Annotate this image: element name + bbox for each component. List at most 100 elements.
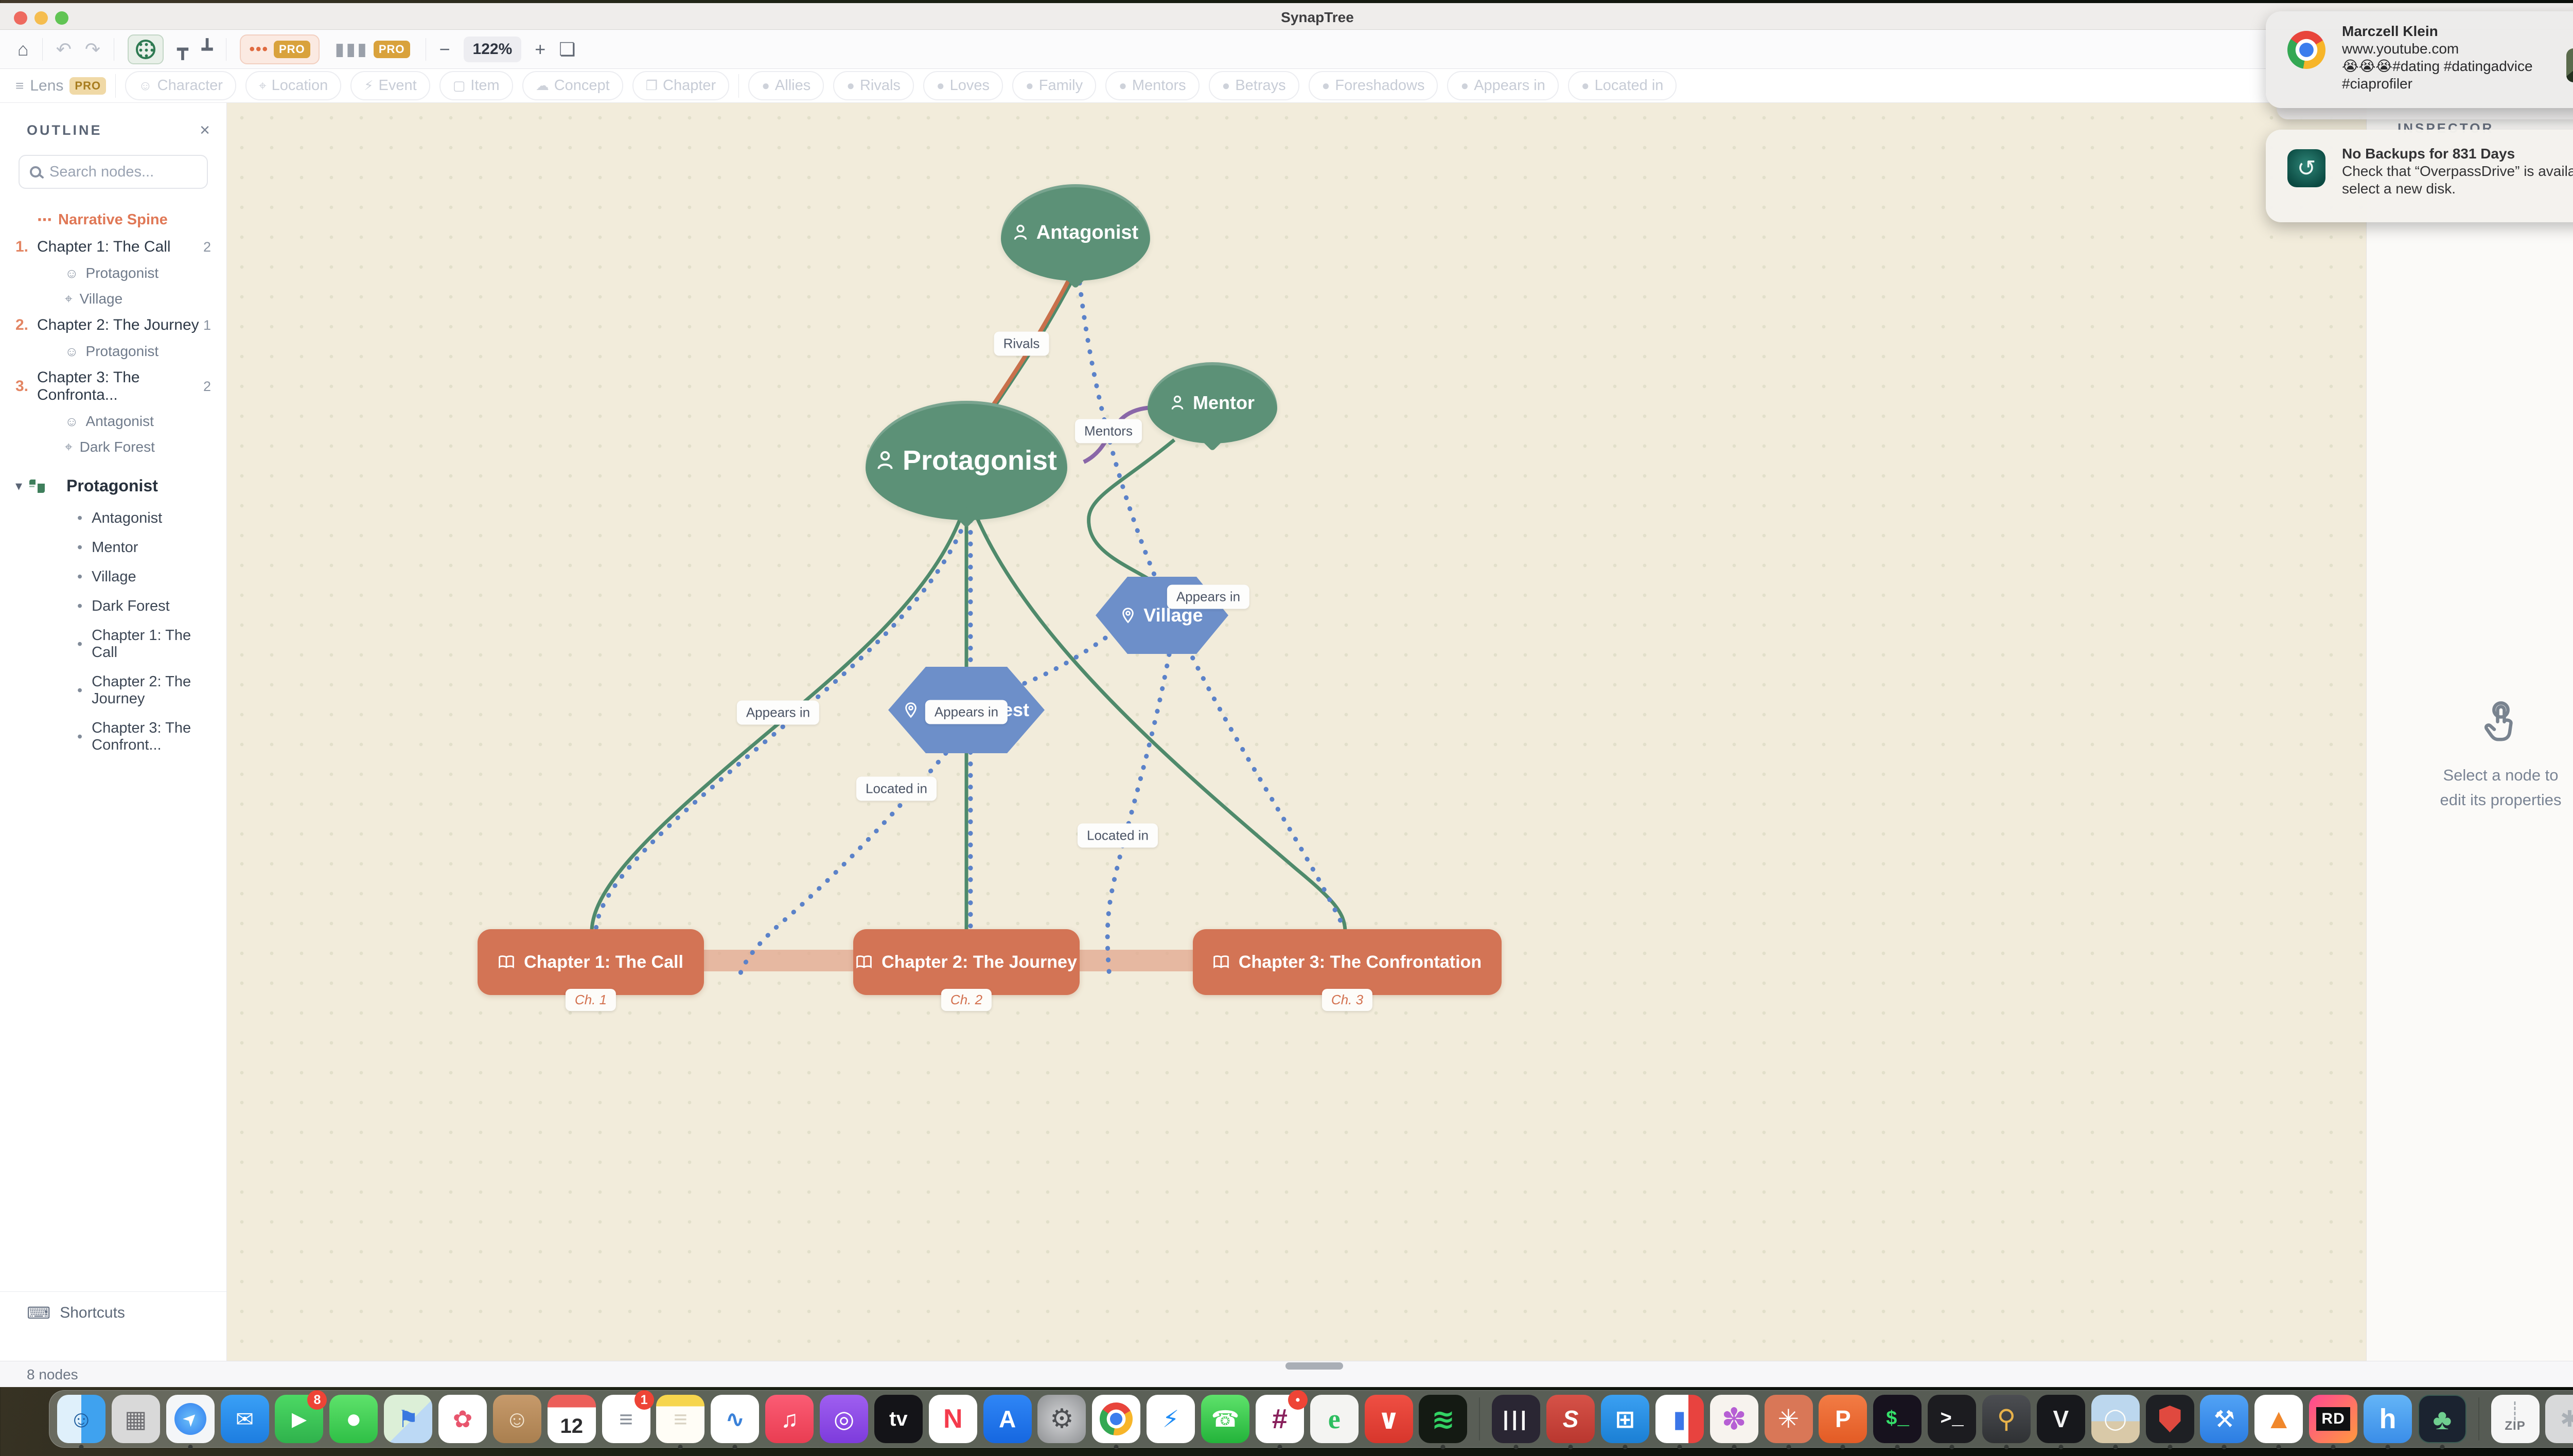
node-antagonist[interactable]: Antagonist <box>1001 184 1150 281</box>
outline-row[interactable]: ⌖ Dark Forest <box>0 434 226 460</box>
outline-row[interactable]: ⋯ Narrative Spine <box>0 206 226 234</box>
relationship-filter-chip[interactable]: ● Allies <box>748 71 824 100</box>
relationship-filter-chip[interactable]: ● Appears in <box>1447 71 1559 100</box>
dock-icon[interactable]: ▲ <box>2254 1394 2303 1449</box>
outline-row[interactable]: • Mentor <box>0 533 226 562</box>
dock-icon[interactable]: $_ <box>1873 1394 1922 1449</box>
edge-label[interactable]: Appears in <box>736 700 820 725</box>
dock-icon[interactable]: ◎ <box>819 1394 869 1444</box>
columns-view-button[interactable]: ▮▮▮ PRO <box>333 34 412 65</box>
node-protagonist[interactable]: Protagonist <box>866 401 1067 520</box>
dock-icon[interactable]: ▶ 8 <box>274 1390 327 1444</box>
dock-icon[interactable]: ⚑ <box>383 1394 433 1444</box>
notification-backup[interactable]: ↺ No Backups for 831 Days Check that “Ov… <box>2266 130 2573 222</box>
dock-icon[interactable]: >_ <box>1927 1394 1977 1449</box>
type-filter-chip[interactable]: ❐ Chapter <box>632 71 730 100</box>
outline-row[interactable]: • Dark Forest <box>0 592 226 621</box>
type-filter-chip[interactable]: ⚡ Event <box>350 71 430 100</box>
dock-icon[interactable]: ● <box>329 1394 378 1444</box>
outline-row[interactable]: • Chapter 3: The Confront... <box>0 714 226 760</box>
close-window-button[interactable] <box>14 11 27 25</box>
redo-icon[interactable]: ↷ <box>84 38 101 60</box>
undo-icon[interactable]: ↶ <box>56 38 72 60</box>
zoom-out-button[interactable]: − <box>439 38 450 60</box>
dock-icon[interactable]: ∿ <box>710 1394 760 1449</box>
dock-icon[interactable]: P <box>1818 1394 1867 1449</box>
node-mentor[interactable]: Mentor <box>1148 362 1277 443</box>
graph-canvas[interactable]: Antagonist Mentor Protagonist Village Da… <box>227 103 2366 1361</box>
tree-layout-up-icon[interactable]: ┻ <box>201 38 213 60</box>
outline-row[interactable]: • Chapter 1: The Call <box>0 621 226 667</box>
relationship-filter-chip[interactable]: ● Mentors <box>1105 71 1200 100</box>
edge-label[interactable]: Appears in <box>925 700 1008 724</box>
outline-row[interactable]: 1. Chapter 1: The Call 2 <box>0 234 226 260</box>
dock-icon[interactable]: ➤ <box>166 1394 215 1449</box>
lens-filter-button[interactable]: ≡ Lens PRO <box>15 77 107 95</box>
dock-icon[interactable]: h <box>2363 1394 2412 1449</box>
dock-icon[interactable]: ZIP <box>2491 1394 2540 1444</box>
search-input[interactable]: Search nodes... <box>19 155 208 189</box>
dock-icon[interactable]: 12 <box>547 1394 596 1444</box>
dock-icon[interactable]: ≋ <box>1418 1394 1468 1449</box>
edge-label[interactable]: Located in <box>1078 823 1158 848</box>
outline-row[interactable]: • Chapter 2: The Journey <box>0 667 226 714</box>
minimize-window-button[interactable] <box>34 11 48 25</box>
zoom-level[interactable]: 122% <box>463 36 522 62</box>
dock-icon[interactable]: ♣ <box>2418 1394 2467 1449</box>
graph-view-button[interactable] <box>128 34 164 64</box>
dock-icon[interactable]: ♫ <box>765 1394 814 1444</box>
node-chapter-3[interactable]: Chapter 3: The Confrontation <box>1193 929 1502 995</box>
dock-icon[interactable]: ≡ <box>656 1394 705 1449</box>
dock-icon[interactable] <box>2472 1394 2486 1444</box>
relationship-filter-chip[interactable]: ● Located in <box>1567 71 1677 100</box>
chevron-down-icon[interactable]: ▾ <box>15 478 23 493</box>
outline-row[interactable]: ⌖ Village <box>0 286 226 312</box>
edge-label[interactable]: Mentors <box>1075 419 1142 443</box>
dock-icon[interactable]: ✿ <box>438 1394 487 1444</box>
zoom-in-button[interactable]: + <box>535 38 546 60</box>
zoom-window-button[interactable] <box>55 11 68 25</box>
dock-icon[interactable]: ▦ <box>111 1394 161 1444</box>
dock-icon[interactable] <box>1473 1394 1486 1444</box>
home-icon[interactable]: ⌂ <box>17 38 29 60</box>
timeline-view-button[interactable]: ••• PRO <box>240 34 320 64</box>
outline-row[interactable]: 3. Chapter 3: The Confronta... 2 <box>0 364 226 409</box>
dock-icon[interactable]: # • <box>1255 1390 1308 1449</box>
tree-layout-down-icon[interactable]: ┳ <box>177 38 188 60</box>
dock-icon[interactable]: ⚒ <box>2199 1394 2249 1449</box>
dock-icon[interactable]: e <box>1310 1394 1359 1444</box>
outline-row[interactable]: ▾ Protagonist <box>0 469 226 504</box>
dock-icon[interactable]: ∨ <box>1364 1394 1414 1444</box>
dock-icon[interactable]: N <box>928 1394 978 1444</box>
dock-icon[interactable]: ◯ <box>2091 1394 2140 1449</box>
dock-icon[interactable]: ☎ <box>1201 1394 1250 1444</box>
relationship-filter-chip[interactable]: ● Betrays <box>1208 71 1299 100</box>
shortcuts-button[interactable]: ⌨ Shortcuts <box>0 1291 226 1334</box>
dock-icon[interactable]: ⊞ <box>1600 1394 1650 1449</box>
edge-label[interactable]: Appears in <box>1167 584 1250 609</box>
outline-row[interactable]: • Village <box>0 562 226 592</box>
outline-row[interactable]: ☺ Protagonist <box>0 339 226 364</box>
type-filter-chip[interactable]: ☁ Concept <box>522 71 623 100</box>
type-filter-chip[interactable]: ☺ Character <box>125 71 236 100</box>
dock-icon[interactable]: ☺ <box>57 1394 106 1449</box>
node-chapter-2[interactable]: Chapter 2: The Journey <box>853 929 1080 995</box>
outline-row[interactable]: • Antagonist <box>0 504 226 533</box>
relationship-filter-chip[interactable]: ● Family <box>1012 71 1097 100</box>
dock-icon[interactable]: ✽ <box>1710 1394 1759 1449</box>
dock-icon[interactable]: ⚡ <box>1146 1394 1195 1444</box>
outline-row[interactable]: ☺ Protagonist <box>0 260 226 286</box>
relationship-filter-chip[interactable]: ● Rivals <box>833 71 914 100</box>
dock-icon[interactable]: ⚲ <box>1982 1394 2031 1449</box>
dock-icon[interactable]: V <box>2036 1394 2086 1449</box>
horizontal-scrollbar[interactable] <box>1285 1362 1343 1370</box>
notification-youtube[interactable]: Marczell Klein www.youtube.com 😭😭😭#datin… <box>2266 11 2573 108</box>
dock-icon[interactable]: ✳ <box>1764 1394 1813 1449</box>
dock-icon[interactable]: A <box>983 1394 1032 1444</box>
dock-icon[interactable]: ⚙ <box>1037 1394 1086 1444</box>
dock-icon[interactable]: ✱ <box>2545 1394 2573 1444</box>
dock-icon[interactable]: S <box>1546 1394 1595 1449</box>
edge-label[interactable]: Located in <box>856 776 937 801</box>
dock-icon[interactable]: ✉ <box>220 1394 270 1444</box>
dock-icon[interactable]: ▮ <box>1655 1394 1704 1449</box>
